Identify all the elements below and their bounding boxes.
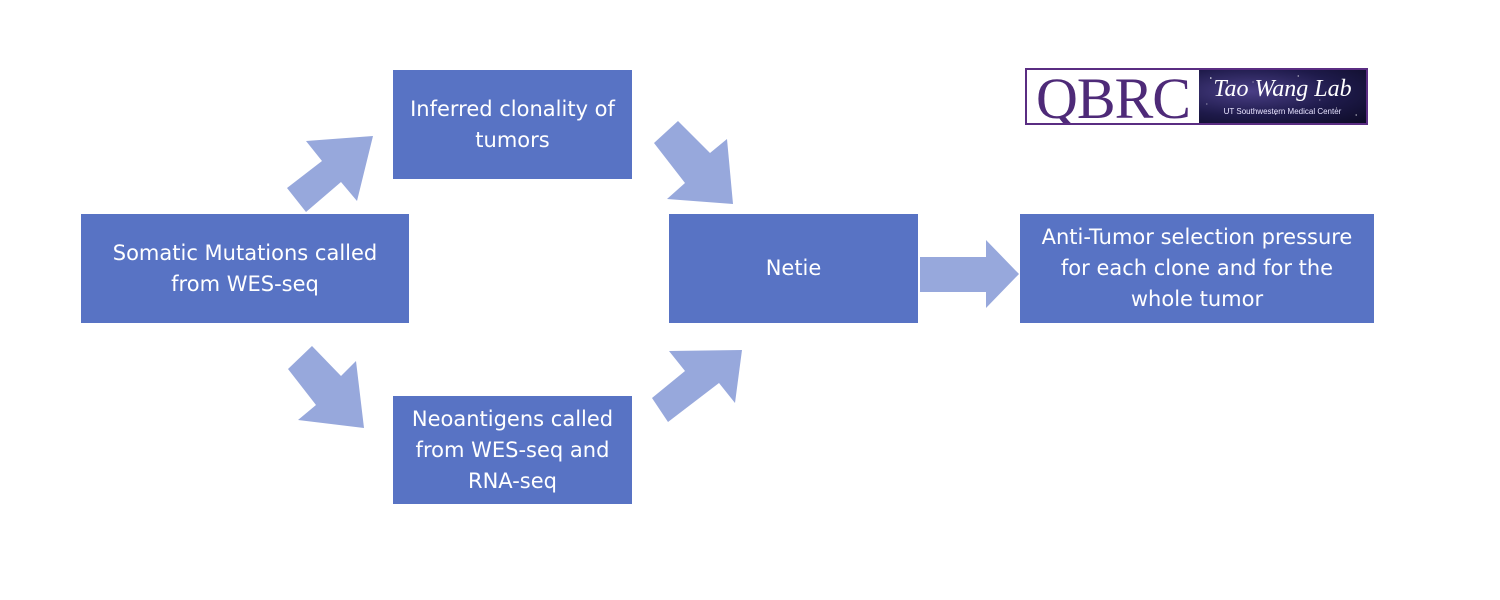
logo-qbrc-panel: QBRC	[1027, 70, 1199, 123]
node-label-line: Neoantigens called	[411, 406, 614, 431]
node-neoantigens: Neoantigens called from WES-seq and RNA-…	[393, 396, 632, 504]
node-label-line: from WES-seq	[171, 271, 319, 296]
node-label-line: from WES-seq and	[415, 437, 610, 462]
qbrc-lab-logo: QBRC Tao Wang Lab UT Southwestern Medica…	[1025, 68, 1368, 125]
node-netie: Netie	[669, 214, 918, 323]
starfield-icon	[1206, 75, 1357, 116]
arrow-somatic-to-clonality	[287, 136, 373, 212]
node-selection-pressure: Anti-Tumor selection pressure for each c…	[1020, 214, 1374, 323]
arrow-somatic-to-neoantigens	[288, 346, 364, 428]
logo-lab-panel: Tao Wang Lab UT Southwestern Medical Cen…	[1199, 70, 1366, 123]
node-label-line: Somatic Mutations called	[112, 240, 378, 265]
node-label-line: RNA-seq	[468, 468, 557, 493]
node-label-line: Inferred clonality of	[410, 96, 615, 121]
logo-qbrc-text: QBRC	[1036, 68, 1191, 125]
node-label-line: whole tumor	[1130, 287, 1264, 311]
arrow-clonality-to-netie	[654, 121, 733, 204]
node-label-line: Netie	[765, 256, 822, 280]
logo-institution: UT Southwestern Medical Center	[1223, 107, 1342, 116]
arrow-netie-to-pressure	[920, 240, 1019, 308]
node-label-line: for each clone and for the	[1060, 256, 1334, 280]
logo-lab-name: Tao Wang Lab	[1213, 76, 1352, 102]
node-label-line: tumors	[475, 127, 550, 152]
arrow-neoantigens-to-netie	[652, 350, 742, 422]
node-somatic-mutations: Somatic Mutations called from WES-seq	[81, 214, 409, 323]
node-inferred-clonality: Inferred clonality of tumors	[393, 70, 632, 179]
node-label-line: Anti-Tumor selection pressure	[1041, 225, 1353, 249]
